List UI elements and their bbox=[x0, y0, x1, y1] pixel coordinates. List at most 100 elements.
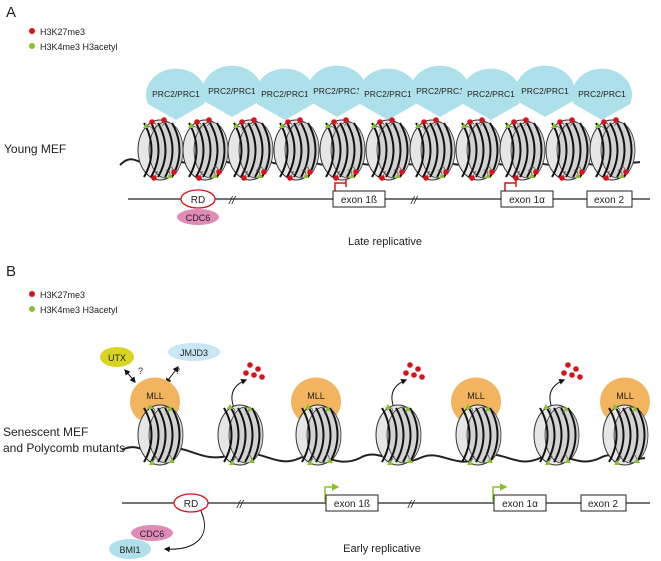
h3k4me3-mark bbox=[407, 458, 413, 463]
h3k27me3-mark bbox=[251, 117, 257, 123]
nucleosome bbox=[455, 117, 502, 181]
jmjd3-question: ? bbox=[175, 366, 180, 376]
exon-1b-box-b bbox=[325, 494, 379, 512]
h3k27me3-mark bbox=[206, 117, 212, 123]
late-replicative-caption: Late replicative bbox=[348, 236, 422, 248]
h3k4me3-mark bbox=[303, 173, 309, 178]
prc2-prc1-label: PRC2/PRC1 bbox=[416, 86, 464, 96]
nucleosome-row-a bbox=[137, 117, 636, 181]
h3k27me3-mark bbox=[479, 117, 485, 123]
exon-1b-label-a: exon 1ß bbox=[341, 195, 377, 206]
h3k27me3-mark bbox=[243, 370, 249, 376]
h3k27me3-mark bbox=[255, 366, 261, 372]
prc2-prc1-complex: PRC2/PRC1 bbox=[572, 68, 633, 120]
red-dot-icon bbox=[29, 28, 35, 34]
h3k27me3-mark bbox=[247, 362, 253, 368]
h3k27me3-mark bbox=[467, 119, 473, 125]
h3k4me3-mark bbox=[349, 173, 355, 178]
mark-release bbox=[549, 362, 583, 412]
prc2-prc1-label: PRC2/PRC1 bbox=[578, 89, 626, 99]
prc2-prc1-complex: PRC2/PRC1 bbox=[202, 65, 262, 117]
mark-release bbox=[231, 362, 265, 412]
h3k27me3-mark bbox=[469, 175, 475, 181]
h3k4me3-mark bbox=[149, 460, 155, 465]
polycomb-mutants-label: and Polycomb mutants bbox=[3, 441, 125, 455]
h3k27me3-mark bbox=[419, 374, 425, 380]
h3k27me3-mark bbox=[171, 169, 177, 175]
prc2-prc1-complex: PRC2/PRC1 bbox=[255, 68, 315, 120]
h3k4me3-mark bbox=[279, 123, 285, 128]
h3k4me3-mark bbox=[188, 123, 194, 128]
nucleosome bbox=[602, 404, 649, 466]
h3k4me3-mark bbox=[634, 458, 640, 463]
h3k4me3-mark bbox=[325, 123, 331, 128]
h3k4me3-mark bbox=[595, 123, 601, 128]
prc2-prc1-label: PRC2/PRC1 bbox=[521, 86, 569, 96]
promoter-green-1b bbox=[324, 483, 340, 503]
h3k27me3-mark bbox=[603, 175, 609, 181]
break-mark-b2: // bbox=[407, 499, 415, 511]
h3k4me3-mark bbox=[212, 173, 218, 178]
h3k27me3-mark bbox=[513, 175, 519, 181]
h3k27me3-mark bbox=[377, 119, 383, 125]
h3k27me3-mark bbox=[423, 175, 429, 181]
nucleosome bbox=[217, 404, 264, 466]
cdc6-label-a: CDC6 bbox=[186, 213, 211, 223]
nucleosome bbox=[319, 117, 366, 181]
exon-1a-box-b bbox=[493, 494, 547, 512]
h3k4me3-mark bbox=[405, 406, 411, 411]
nucleosome bbox=[589, 117, 636, 181]
h3k27me3-mark bbox=[251, 372, 257, 378]
prc2-prc1-label: PRC2/PRC1 bbox=[364, 89, 412, 99]
cdc6-oval-b bbox=[131, 525, 173, 541]
h3k27me3-mark bbox=[407, 362, 413, 368]
h3k27me3-mark bbox=[297, 117, 303, 123]
h3k27me3-mark bbox=[533, 169, 539, 175]
legend-b-h3k27me3: H3K27me3 bbox=[40, 290, 85, 300]
prc2-prc1-label: PRC2/PRC1 bbox=[467, 89, 515, 99]
cdc6-oval-a bbox=[177, 209, 219, 225]
nucleosome bbox=[375, 404, 422, 466]
h3k27me3-mark bbox=[151, 175, 157, 181]
h3k27me3-mark bbox=[579, 169, 585, 175]
break-mark-a2: // bbox=[410, 195, 418, 207]
h3k27me3-mark bbox=[241, 175, 247, 181]
h3k4me3-mark bbox=[249, 458, 255, 463]
exon-2-box-a bbox=[586, 190, 633, 208]
h3k4me3-mark bbox=[632, 406, 638, 411]
young-mef-label: Young MEF bbox=[4, 142, 66, 156]
h3k4me3-mark bbox=[371, 123, 377, 128]
red-dot-icon bbox=[29, 291, 35, 297]
h3k27me3-mark bbox=[379, 175, 385, 181]
h3k27me3-mark bbox=[559, 175, 565, 181]
nucleosome bbox=[409, 117, 456, 181]
prc2-prc1-label: PRC2/PRC1 bbox=[261, 89, 309, 99]
exon-2-label-b: exon 2 bbox=[588, 499, 618, 510]
h3k27me3-mark bbox=[601, 119, 607, 125]
h3k4me3-mark bbox=[619, 173, 625, 178]
h3k4me3-mark bbox=[505, 123, 511, 128]
nucleosome bbox=[273, 117, 320, 181]
h3k27me3-mark bbox=[343, 117, 349, 123]
h3k4me3-mark bbox=[257, 173, 263, 178]
prc2-prc1-complex: PRC2/PRC1 bbox=[307, 65, 367, 117]
promoter-green-1a bbox=[492, 483, 508, 503]
exon-1b-label-b: exon 1ß bbox=[334, 499, 370, 510]
mll-label: MLL bbox=[307, 391, 325, 401]
nucleosome bbox=[295, 404, 342, 466]
panel-a-legend: H3K27me3 H3K4me3 H3acetyl bbox=[29, 27, 118, 52]
h3k27me3-mark bbox=[259, 374, 265, 380]
h3k4me3-mark bbox=[563, 406, 569, 411]
nucleosome bbox=[499, 117, 546, 181]
exon-1a-label-a: exon 1α bbox=[509, 195, 545, 206]
utx-oval bbox=[100, 347, 134, 367]
h3k4me3-mark bbox=[327, 458, 333, 463]
h3k27me3-mark bbox=[403, 370, 409, 376]
rd-release-arrow bbox=[163, 510, 205, 553]
h3k4me3-mark bbox=[233, 123, 239, 128]
h3k27me3-mark bbox=[389, 117, 395, 123]
h3k4me3-mark bbox=[614, 460, 620, 465]
h3k4me3-mark bbox=[545, 460, 551, 465]
